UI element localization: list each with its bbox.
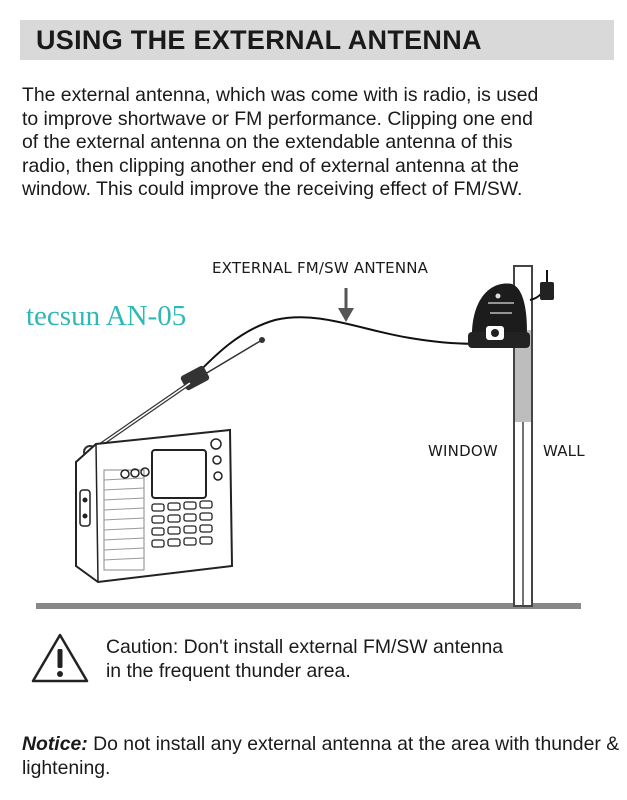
caution-line: in the frequent thunder area. bbox=[106, 660, 351, 682]
antenna-installation-diagram bbox=[0, 240, 627, 620]
title-banner: USING THE EXTERNAL ANTENNA bbox=[20, 20, 614, 60]
window-wall-frame bbox=[513, 265, 533, 607]
intro-line: of the external antenna on the extendabl… bbox=[22, 131, 513, 153]
antenna-cable bbox=[192, 316, 493, 379]
intro-line: window. This could improve the receiving… bbox=[22, 178, 523, 200]
brand-model-label: tecsun AN-05 bbox=[26, 300, 187, 332]
wall-label: WALL bbox=[543, 442, 585, 460]
page-title: USING THE EXTERNAL ANTENNA bbox=[36, 25, 482, 55]
down-arrow-icon bbox=[338, 288, 354, 322]
notice-message: Notice: Do not install any external ante… bbox=[22, 732, 622, 780]
intro-line: The external antenna, which was come wit… bbox=[22, 84, 539, 106]
antenna-reel-unit bbox=[468, 283, 530, 348]
diagram-illustration bbox=[36, 265, 581, 609]
intro-line: to improve shortwave or FM performance. … bbox=[22, 107, 533, 130]
telescopic-antenna bbox=[83, 337, 265, 459]
notice-text: Do not install any external antenna at t… bbox=[22, 733, 620, 779]
window-label: WINDOW bbox=[428, 442, 498, 460]
external-antenna-label: EXTERNAL FM/SW ANTENNA bbox=[212, 259, 429, 277]
intro-paragraph: The external antenna, which was come wit… bbox=[22, 84, 622, 202]
warning-icon bbox=[31, 633, 89, 683]
caution-message: Caution: Don't install external FM/SW an… bbox=[106, 635, 606, 683]
intro-line: radio, then clipping another end of exte… bbox=[22, 154, 519, 177]
radio-receiver bbox=[75, 428, 234, 584]
notice-label: Notice: bbox=[22, 733, 88, 755]
caution-line: Caution: Don't install external FM/SW an… bbox=[106, 636, 504, 658]
floor-line bbox=[36, 603, 581, 609]
window-clip bbox=[529, 270, 554, 301]
